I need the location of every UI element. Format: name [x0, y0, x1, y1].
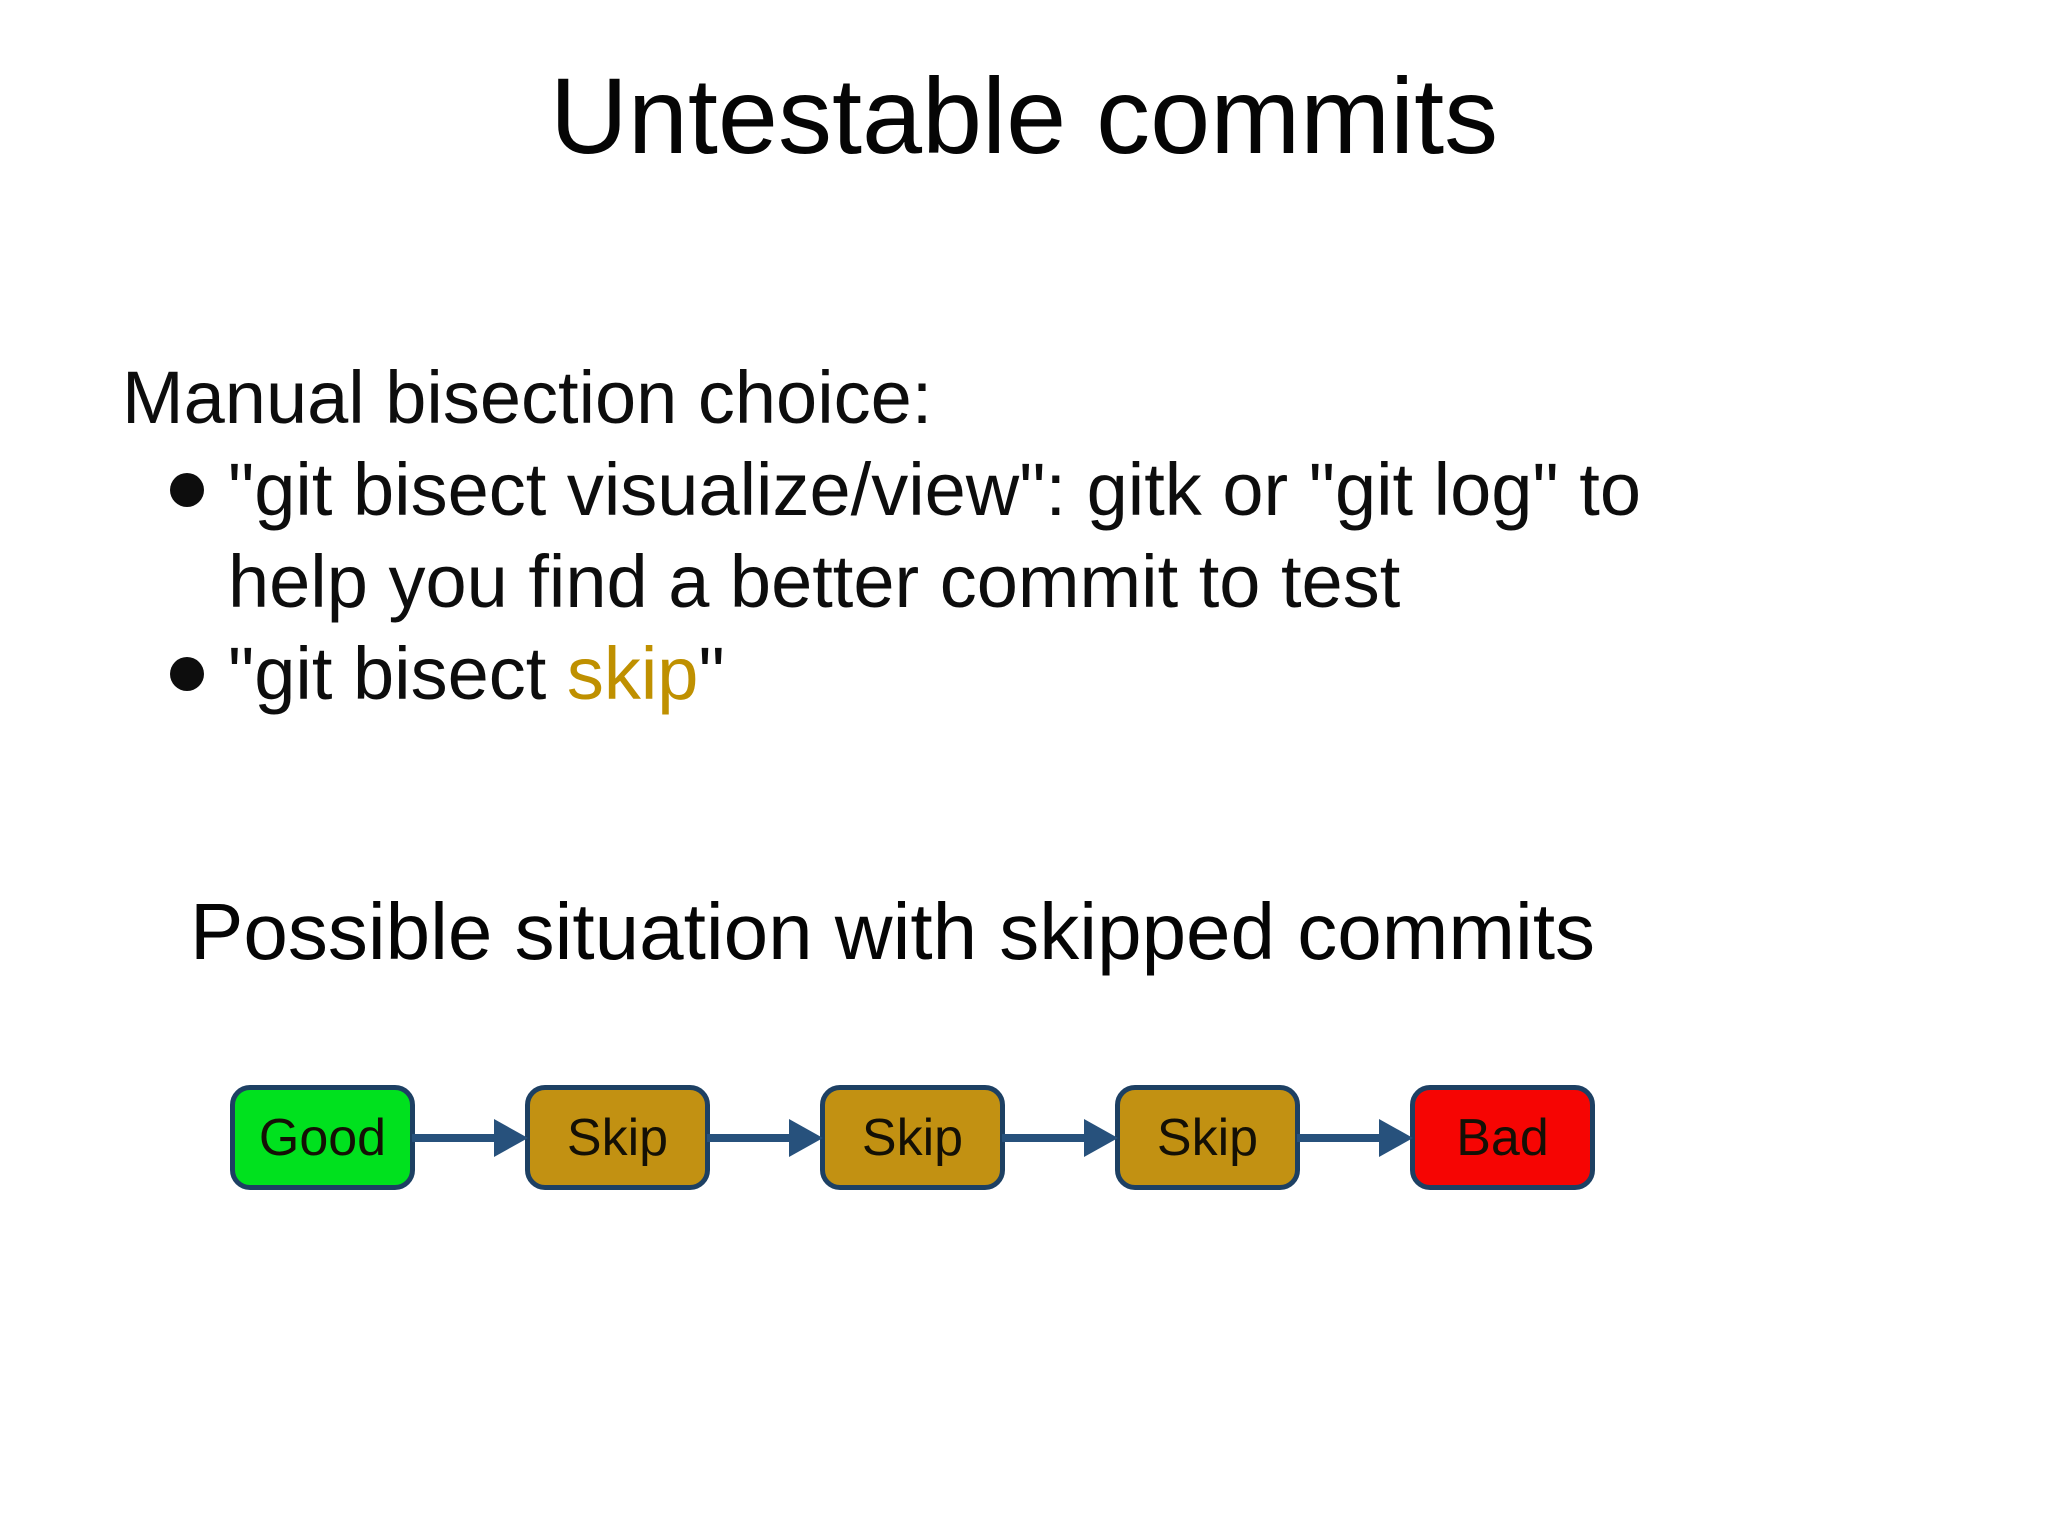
arrow-head — [494, 1118, 528, 1157]
slide-title: Untestable commits — [549, 55, 1499, 176]
arrow-right-icon — [707, 1085, 823, 1190]
commit-node-skip-2: Skip — [820, 1085, 1005, 1190]
node-label: Skip — [861, 1108, 964, 1167]
node-label: Bad — [1456, 1108, 1549, 1167]
body-text-block: Manual bisection choice: "git bisect vis… — [122, 352, 1641, 720]
bullet-icon — [170, 473, 204, 507]
bullet-text: "git bisect visualize/view": gitk or "gi… — [228, 444, 1641, 628]
arrow-head — [1379, 1118, 1413, 1157]
bullet-line-suffix: " — [698, 632, 725, 715]
diagram-caption: Possible situation with skipped commits — [190, 887, 1596, 976]
node-label: Good — [258, 1108, 387, 1167]
commit-node-bad: Bad — [1410, 1085, 1595, 1190]
arrow-head — [789, 1118, 823, 1157]
arrow-shaft — [707, 1133, 794, 1142]
commit-node-skip-1: Skip — [525, 1085, 710, 1190]
arrow-right-icon — [1002, 1085, 1118, 1190]
arrow-shaft — [1002, 1133, 1089, 1142]
arrow-head — [1084, 1118, 1118, 1157]
node-label: Skip — [566, 1108, 669, 1167]
arrow-right-icon — [412, 1085, 528, 1190]
bullet-line-prefix: "git bisect — [228, 632, 567, 715]
arrow-shaft — [1297, 1133, 1384, 1142]
commit-node-good: Good — [230, 1085, 415, 1190]
node-label: Skip — [1156, 1108, 1259, 1167]
skip-keyword: skip — [566, 632, 699, 715]
commit-node-skip-3: Skip — [1115, 1085, 1300, 1190]
bullet-icon — [170, 657, 204, 691]
commit-flow-diagram: Good Skip Skip Skip Bad — [230, 1085, 1595, 1190]
bullet-line: "git bisect visualize/view": gitk or "gi… — [228, 448, 1641, 531]
bullet-text: "git bisect skip" — [228, 628, 725, 720]
bullet-item-visualize: "git bisect visualize/view": gitk or "gi… — [122, 444, 1641, 628]
arrow-shaft — [412, 1133, 499, 1142]
bullet-item-skip: "git bisect skip" — [122, 628, 1641, 720]
arrow-right-icon — [1297, 1085, 1413, 1190]
bullet-line: help you find a better commit to test — [228, 540, 1401, 623]
intro-line: Manual bisection choice: — [122, 356, 933, 439]
